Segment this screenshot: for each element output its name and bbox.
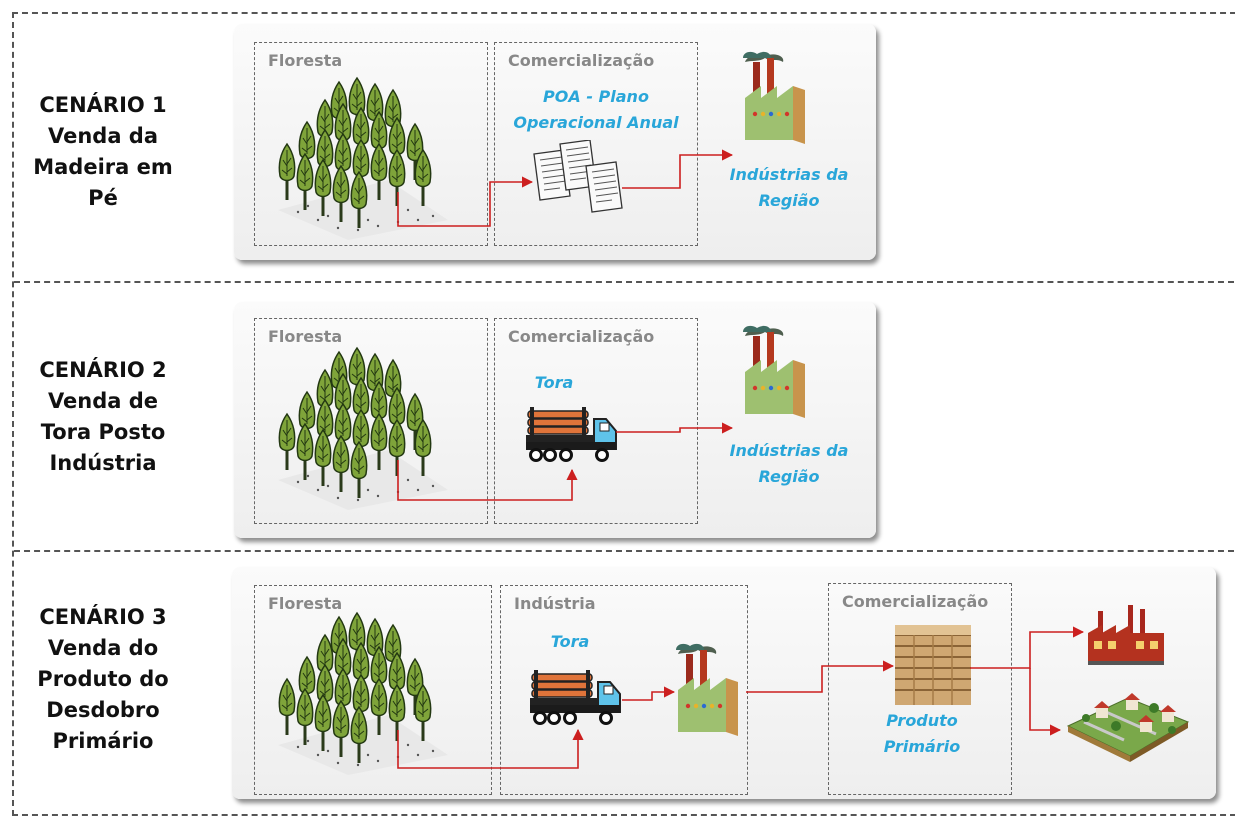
scenario-1-label-line-3: Madeira em xyxy=(33,155,173,179)
urban-industry-icon xyxy=(1088,605,1164,665)
floresta-box: Floresta xyxy=(254,585,492,795)
produto-caption-line-2: Primário xyxy=(883,737,961,756)
forest-icon xyxy=(268,340,458,520)
floresta-box: Floresta xyxy=(254,42,488,246)
factory-icon xyxy=(676,643,738,736)
tora-caption: Tora xyxy=(540,629,600,655)
comercializacao-box: Comercialização xyxy=(494,42,698,246)
scenario-3-label-line-1: CENÁRIO 3 xyxy=(39,605,167,629)
scenario-1-label-line-4: Pé xyxy=(88,186,118,210)
factory-icon xyxy=(743,325,805,418)
documents-icon xyxy=(533,140,623,213)
village-icon xyxy=(1066,693,1190,762)
industrias-caption-line-1: Indústrias da xyxy=(729,165,849,184)
scenario-2-label-line-1: CENÁRIO 2 xyxy=(39,358,167,382)
scenario-3-label-line-3: Produto do xyxy=(37,667,169,691)
scenario-2-label-line-3: Tora Posto xyxy=(40,420,166,444)
floresta-title: Floresta xyxy=(268,51,343,70)
comercializacao-box: Comercialização xyxy=(494,318,698,524)
log-truck-icon xyxy=(530,668,622,725)
comercializacao-title: Comercialização xyxy=(842,592,989,611)
produto-caption: Produto Primário xyxy=(862,708,982,760)
scenario-1-label-line-1: CENÁRIO 1 xyxy=(39,93,167,117)
floresta-box: Floresta xyxy=(254,318,488,524)
tora-caption: Tora xyxy=(524,370,584,396)
tora-caption-line-1: Tora xyxy=(534,373,574,392)
comercializacao-title: Comercialização xyxy=(508,327,655,346)
scenario-3-label-line-4: Desdobro xyxy=(46,698,160,722)
industrias-caption-line-1: Indústrias da xyxy=(729,441,849,460)
forest-icon xyxy=(268,605,458,785)
scenario-2-label: CENÁRIO 2 Venda de Tora Posto Indústria xyxy=(13,355,193,479)
scenario-1-label-line-2: Venda da xyxy=(47,124,158,148)
floresta-title: Floresta xyxy=(268,327,343,346)
scenario-3-label-line-5: Primário xyxy=(52,729,154,753)
scenario-1-label: CENÁRIO 1 Venda da Madeira em Pé xyxy=(13,90,193,214)
poa-caption-line-2: Operacional Anual xyxy=(513,113,679,132)
floresta-title: Floresta xyxy=(268,594,343,613)
scenario-2-label-line-4: Indústria xyxy=(49,451,157,475)
industrias-caption: Indústrias da Região xyxy=(714,438,864,490)
lumber-stack-icon xyxy=(895,625,971,705)
log-truck-icon xyxy=(526,405,618,462)
factory-icon xyxy=(743,51,805,145)
poa-caption-line-1: POA - Plano xyxy=(543,87,649,106)
industrias-caption-line-2: Região xyxy=(758,467,820,486)
tora-caption-line-1: Tora xyxy=(550,632,590,651)
comercializacao-title: Comercialização xyxy=(508,51,655,70)
scenario-3-label-line-2: Venda do xyxy=(47,636,159,660)
divider-1 xyxy=(14,281,1234,283)
industria-title: Indústria xyxy=(514,594,596,613)
scenario-3-label: CENÁRIO 3 Venda do Produto do Desdobro P… xyxy=(13,602,193,757)
industrias-caption-line-2: Região xyxy=(758,191,820,210)
scenario-2-label-line-2: Venda de xyxy=(47,389,159,413)
divider-2 xyxy=(14,550,1234,552)
industrias-caption: Indústrias da Região xyxy=(714,162,864,214)
produto-caption-line-1: Produto xyxy=(886,711,958,730)
poa-caption: POA - Plano Operacional Anual xyxy=(496,84,696,136)
forest-icon xyxy=(268,70,458,250)
